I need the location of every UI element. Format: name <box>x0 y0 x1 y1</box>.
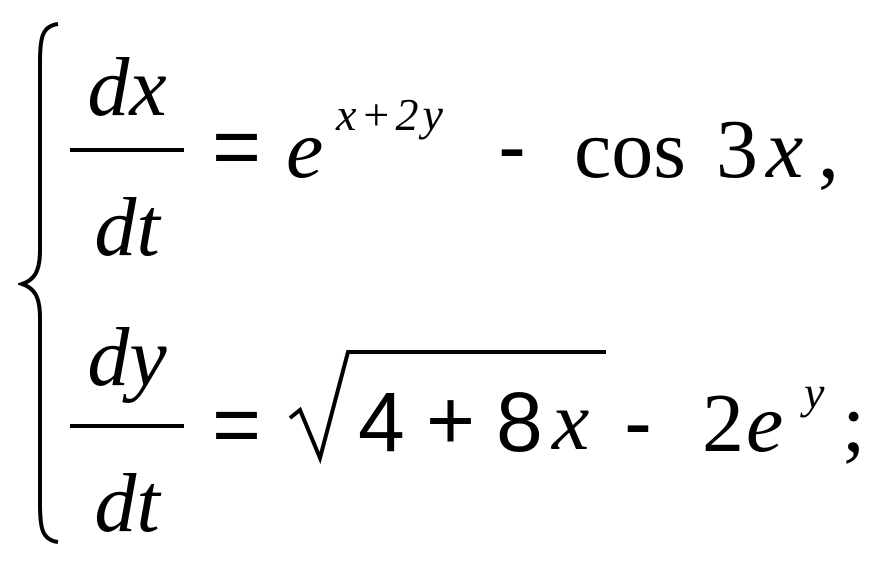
radicand-x: x <box>552 375 590 468</box>
argument-coefficient: 3 <box>716 103 758 196</box>
left-curly-brace <box>18 22 59 544</box>
radicand-4: 4 <box>358 375 405 469</box>
fraction-bar <box>70 424 184 428</box>
equals-sign: = <box>212 99 262 193</box>
fraction-denominator: dt <box>94 181 160 274</box>
fraction-denominator: dt <box>94 457 160 550</box>
equals-sign: = <box>212 377 262 471</box>
function-cos: cos <box>574 103 686 196</box>
coefficient-2: 2 <box>702 377 744 470</box>
exponent: y <box>804 367 829 418</box>
exponent: x+2y <box>336 89 447 140</box>
radicand-plus: + <box>426 373 476 467</box>
minus-sign: - <box>624 375 652 469</box>
square-root-sign <box>288 350 606 464</box>
fraction-numerator: dy <box>87 311 167 404</box>
exp-base: e <box>746 377 784 470</box>
fraction-numerator: dx <box>87 41 167 134</box>
minus-sign: - <box>498 99 526 193</box>
radicand-8: 8 <box>496 375 543 469</box>
argument-variable: x <box>766 103 804 196</box>
fraction-bar <box>70 148 184 152</box>
comma: , <box>818 103 839 196</box>
exp-base: e <box>286 103 324 196</box>
semicolon: ; <box>842 377 866 470</box>
